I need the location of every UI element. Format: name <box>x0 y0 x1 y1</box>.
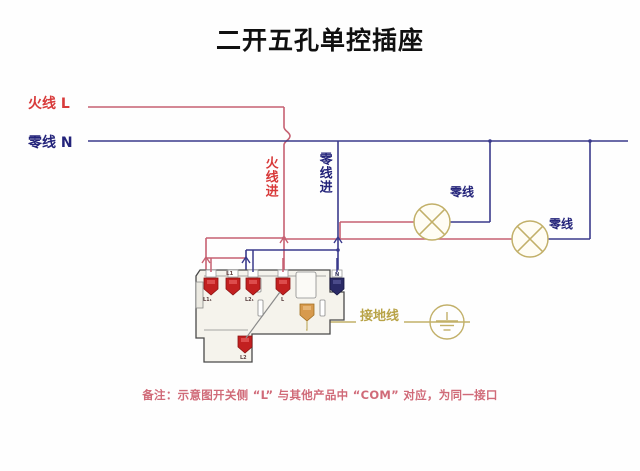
terminal-leads <box>210 258 284 272</box>
lamp-1-neutral-label: 零线 <box>450 185 475 199</box>
terminal-N <box>329 277 345 296</box>
module-gap-3 <box>319 299 326 317</box>
junction-neutral-a <box>336 248 340 252</box>
module-side-notch <box>195 281 204 309</box>
terminal-L2-1-hilite <box>249 280 257 284</box>
ground-circle <box>429 304 465 340</box>
lamp-1-cross <box>418 208 446 236</box>
lamp-2-symbol <box>511 220 549 258</box>
terminal-label-L2: L2 <box>240 355 247 361</box>
live-lamp-return <box>284 221 512 240</box>
terminal-ground-E <box>299 303 315 322</box>
terminal-L1-mid <box>225 277 241 296</box>
terminal-label-L1-1: L1₁ <box>203 297 212 303</box>
neutral-arrowheads <box>241 235 343 264</box>
terminal-E-hilite <box>303 306 311 310</box>
junction-live-a <box>282 236 286 240</box>
terminal-label-N: N <box>335 272 340 278</box>
terminal-label-L2-1: L2₁ <box>245 297 254 303</box>
live-wire-network <box>88 106 291 272</box>
jumper-path <box>245 291 281 339</box>
lamp-1-symbol <box>413 203 451 241</box>
lamp-2-neutral-label: 零线 <box>549 217 574 231</box>
ground-symbol <box>429 304 465 340</box>
terminal-L1-1-hilite <box>207 280 215 284</box>
lamp-2-cross <box>516 225 544 253</box>
clip-2 <box>227 269 239 278</box>
module-gap-2 <box>257 299 264 317</box>
junction-dots-neutral <box>336 139 592 252</box>
terminal-L1-mid-hilite <box>229 280 237 284</box>
terminal-L1-1 <box>203 277 219 296</box>
page-title: 二开五孔单控插座 <box>215 26 424 55</box>
internal-jumper-ground <box>306 321 308 331</box>
internal-jumper-L-to-L2 <box>245 291 281 339</box>
neutral-riser-label: 零线进 <box>316 152 332 194</box>
junction-dots <box>282 236 286 240</box>
live-feed-label: 火线 L <box>28 96 70 112</box>
terminal-L2-1 <box>245 277 261 296</box>
module-socket-window <box>295 271 317 299</box>
arrow-live-2 <box>201 255 211 264</box>
terminal-L <box>275 277 291 296</box>
jumper-ground-path <box>306 321 308 331</box>
terminal-L-hilite <box>279 280 287 284</box>
neutral-feed-label: 零线 N <box>28 135 73 151</box>
arrow-neutral-1 <box>333 235 343 244</box>
live-crossover-hop <box>283 107 291 236</box>
terminal-L2-hilite <box>241 338 249 342</box>
footnote: 备注：示意图开关侧 “L” 与其他产品中 “COM” 对应，为同一接口 <box>142 388 498 402</box>
terminal-leads-neutral <box>252 250 338 272</box>
neutral-wire-network <box>88 140 628 272</box>
ground-wire-label: 接地线 <box>360 309 400 324</box>
junction-neutral-c <box>588 139 592 143</box>
junction-neutral-b <box>488 139 492 143</box>
terminal-label-L: L <box>281 297 285 303</box>
live-riser-label: 火线进 <box>262 156 278 198</box>
arrow-neutral-2 <box>241 255 251 264</box>
terminal-N-hilite <box>333 280 341 284</box>
terminal-L2 <box>237 335 253 354</box>
terminal-group-label-L1: L1 <box>226 271 234 277</box>
